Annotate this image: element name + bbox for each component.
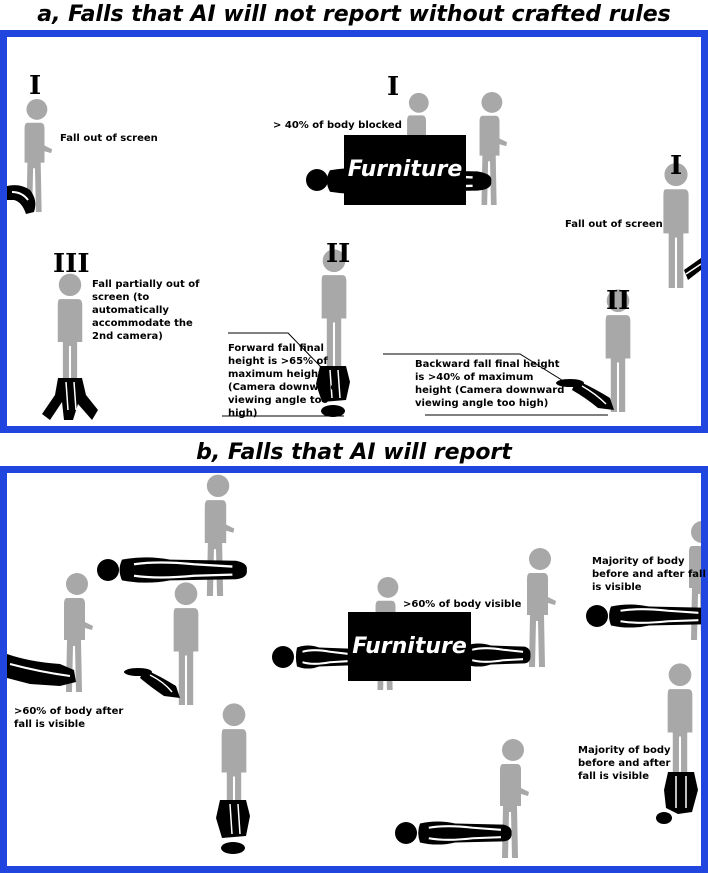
annotation-text: > 40% of body blocked <box>273 120 402 131</box>
category-label: II <box>326 239 351 269</box>
category-label: I <box>387 72 400 102</box>
annotation-text: Majority of body before and after fall i… <box>578 745 671 782</box>
fallen-figure <box>216 800 250 854</box>
fallen-figure <box>586 603 701 629</box>
category-label: II <box>606 286 631 316</box>
category-label: I <box>29 71 42 101</box>
fallen-figure <box>395 820 513 846</box>
category-label: I <box>670 151 683 181</box>
annotation-text: Fall partially out of screen (to automat… <box>92 279 200 342</box>
fallen-figure <box>316 366 350 417</box>
annotation-text: Majority of body before and after fall i… <box>592 556 706 593</box>
panel-b: Furniture >60% of body visible Majority … <box>0 466 708 873</box>
standing-figure <box>173 582 199 705</box>
standing-figure <box>663 163 689 288</box>
annotation-text: Forward fall final height is >65% of max… <box>228 343 338 419</box>
annotation-text: Backward fall final height is >40% of ma… <box>415 359 565 409</box>
panel-a: Furniture I I I III II II Fall out of sc… <box>0 30 708 433</box>
fallen-figure <box>7 654 76 686</box>
fallen-figure <box>684 258 701 280</box>
furniture-block: Furniture <box>344 135 466 205</box>
fallen-figure <box>124 668 180 698</box>
panel-a-title: a, Falls that AI will not report without… <box>37 2 671 27</box>
fallen-figure <box>42 378 98 420</box>
fallen-figure <box>272 644 356 670</box>
furniture-block: Furniture <box>348 612 471 681</box>
fallen-figure <box>7 185 36 214</box>
callout-line <box>383 353 608 416</box>
fallen-figure <box>463 642 532 668</box>
callout-line <box>222 332 344 417</box>
panel-a-scene <box>7 91 701 420</box>
panel-b-scene <box>7 474 701 858</box>
annotation-text: Fall out of screen <box>565 219 663 230</box>
fallen-figure <box>556 379 614 410</box>
annotation-text: Fall out of screen <box>60 133 158 144</box>
category-label: III <box>53 249 90 279</box>
annotation-text: >60% of body after fall is visible <box>14 706 124 730</box>
standing-figure <box>527 548 556 667</box>
annotation-text: >60% of body visible <box>403 599 522 610</box>
panel-b-title: b, Falls that AI will report <box>196 440 512 465</box>
fallen-figure <box>97 556 249 584</box>
fallen-figure <box>656 772 698 824</box>
fallen-figure <box>306 166 493 196</box>
standing-figure <box>57 273 83 395</box>
